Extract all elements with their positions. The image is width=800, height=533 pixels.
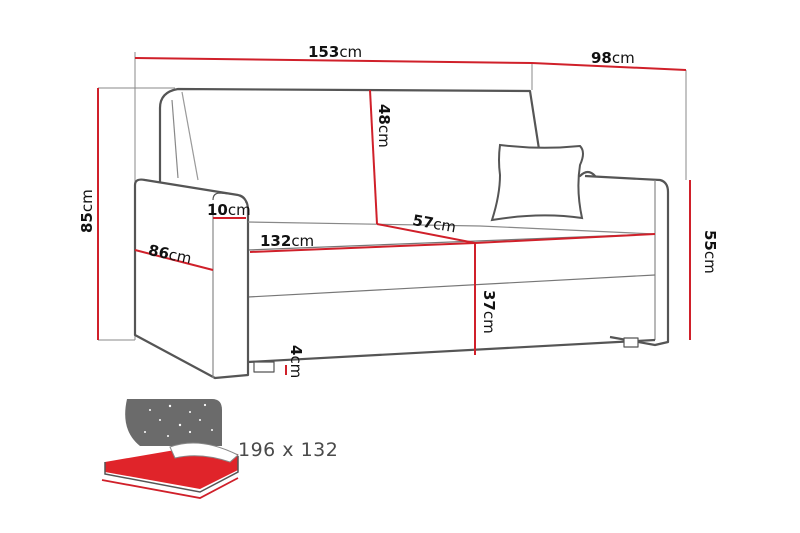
seat-height-label: 37cm xyxy=(480,290,498,334)
armrest-width-label: 10cm xyxy=(207,201,251,219)
dimension-lines xyxy=(97,57,691,375)
backrest-height-label: 48cm xyxy=(375,104,393,148)
height-label: 85cm xyxy=(78,189,96,233)
bed-night-icon xyxy=(101,399,239,499)
seat-width-label: 132cm xyxy=(260,232,315,250)
sleeping-area-label: 196 x 132 xyxy=(238,439,339,461)
leg-height-label: 4cm xyxy=(287,345,305,379)
armrest-height-label: 55cm xyxy=(701,230,719,274)
depth-label: 98cm xyxy=(591,49,635,67)
width-label: 153cm xyxy=(308,43,363,61)
pillow-icon xyxy=(490,143,584,222)
sofa-outline xyxy=(133,87,670,380)
